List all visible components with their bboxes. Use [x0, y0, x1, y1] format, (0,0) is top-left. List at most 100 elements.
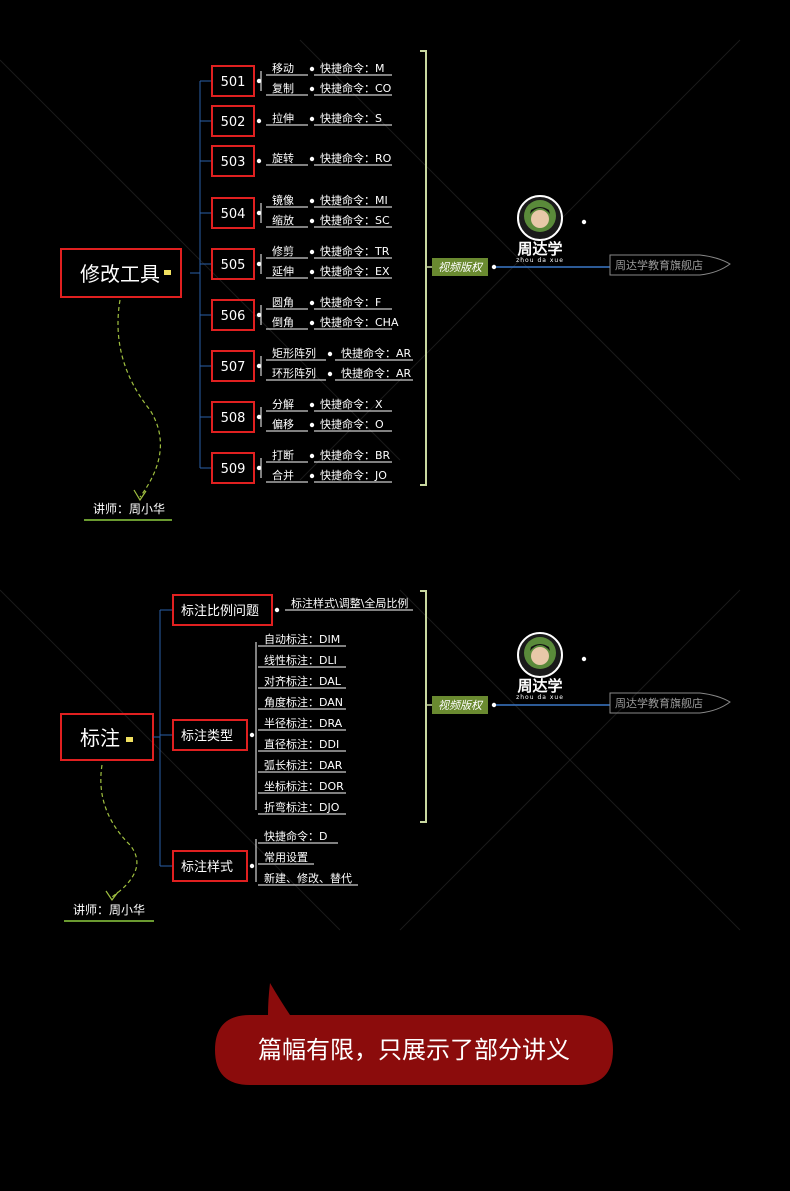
brand-name: 周达学	[517, 677, 562, 695]
item-name: 缩放	[272, 213, 294, 227]
item-dot	[310, 474, 314, 478]
code-label: 509	[221, 462, 246, 477]
item-dot	[310, 250, 314, 254]
item-command: 快捷命令：AR	[341, 366, 412, 380]
item-command: 快捷命令：X	[320, 397, 383, 411]
item-dot	[310, 321, 314, 325]
item-command: 快捷命令：EX	[320, 264, 390, 278]
code-label: 505	[221, 258, 246, 273]
group-dot	[275, 608, 279, 612]
shop-label: 周达学教育旗舰店	[615, 258, 703, 272]
item-label: 半径标注：DRA	[264, 716, 343, 730]
item-name: 圆角	[272, 296, 294, 309]
item-name: 打断	[272, 448, 294, 462]
item-command: 快捷命令：AR	[341, 346, 412, 360]
brand-name: 周达学	[517, 240, 562, 258]
tag-dot	[492, 703, 496, 707]
item-name: 修剪	[272, 244, 294, 258]
item-dot	[310, 301, 314, 305]
brand-subtitle: zhou da xue	[516, 257, 564, 264]
item-command: 快捷命令：BR	[320, 448, 391, 462]
code-dot	[257, 159, 261, 163]
item-label: 标注样式\调整\全局比例	[291, 596, 408, 610]
copyright-tag-label: 视频版权	[438, 261, 484, 274]
brand-subtitle: zhou da xue	[516, 694, 564, 701]
item-label: 弧长标注：DAR	[264, 758, 343, 772]
code-label: 504	[221, 207, 246, 222]
item-dot	[310, 157, 314, 161]
root-label: 修改工具	[80, 262, 160, 286]
item-name: 镜像	[272, 193, 294, 207]
lecturer-label: 讲师：周小华	[93, 501, 165, 516]
item-dot	[310, 117, 314, 121]
code-label: 507	[221, 360, 246, 375]
item-label: 自动标注：DIM	[264, 632, 340, 646]
item-name: 环形阵列	[272, 366, 316, 380]
root-label: 标注	[80, 726, 120, 750]
item-dot	[310, 270, 314, 274]
code-label: 503	[221, 155, 246, 170]
item-label: 折弯标注：DJO	[264, 800, 340, 814]
avatar-face	[531, 647, 549, 665]
item-command: 快捷命令：CO	[320, 81, 392, 95]
item-dot	[310, 454, 314, 458]
item-dot	[310, 87, 314, 91]
lecturer-label: 讲师：周小华	[73, 902, 145, 917]
root-marker	[164, 270, 171, 275]
item-label: 新建、修改、替代	[264, 871, 352, 885]
code-label: 501	[221, 75, 246, 90]
item-name: 偏移	[272, 417, 294, 431]
group-dot	[250, 733, 254, 737]
item-command: 快捷命令：JO	[320, 468, 387, 482]
item-command: 快捷命令：RO	[320, 151, 392, 165]
item-dot	[328, 372, 332, 376]
group-title: 标注样式	[181, 860, 233, 875]
item-label: 常用设置	[264, 851, 308, 864]
item-name: 延伸	[272, 265, 294, 278]
item-command: 快捷命令：MI	[320, 193, 388, 207]
group-title: 标注类型	[181, 729, 233, 744]
item-command: 快捷命令：SC	[320, 213, 390, 227]
item-command: 快捷命令：F	[320, 295, 381, 309]
item-label: 快捷命令：D	[264, 829, 327, 843]
avatar-face	[531, 210, 549, 228]
item-dot	[310, 67, 314, 71]
shop-label: 周达学教育旗舰店	[615, 696, 703, 710]
item-name: 倒角	[272, 316, 294, 329]
item-dot	[310, 199, 314, 203]
brand-dot	[582, 657, 586, 661]
item-name: 矩形阵列	[272, 346, 316, 360]
item-label: 直径标注：DDI	[264, 737, 339, 751]
group-title: 标注比例问题	[181, 604, 259, 619]
code-label: 506	[221, 309, 246, 324]
group-dot	[250, 864, 254, 868]
item-command: 快捷命令：S	[320, 111, 382, 125]
item-name: 拉伸	[272, 111, 294, 125]
item-name: 复制	[272, 81, 294, 95]
code-label: 508	[221, 411, 246, 426]
code-label: 502	[221, 115, 246, 130]
brand-dot	[582, 220, 586, 224]
item-name: 旋转	[272, 151, 294, 165]
item-name: 合并	[272, 468, 294, 482]
item-label: 对齐标注：DAL	[264, 674, 342, 688]
item-dot	[310, 219, 314, 223]
item-command: 快捷命令：M	[320, 61, 385, 75]
item-name: 移动	[272, 62, 294, 75]
item-command: 快捷命令：CHA	[320, 315, 399, 329]
tag-dot	[492, 265, 496, 269]
code-dot	[257, 119, 261, 123]
item-dot	[310, 423, 314, 427]
item-command: 快捷命令：TR	[320, 244, 390, 258]
item-label: 角度标注：DAN	[264, 695, 343, 709]
item-name: 分解	[272, 397, 294, 411]
item-label: 线性标注：DLI	[264, 653, 337, 667]
item-command: 快捷命令：O	[320, 417, 384, 431]
item-dot	[310, 403, 314, 407]
root-marker	[126, 737, 133, 742]
item-dot	[328, 352, 332, 356]
bubble-text: 篇幅有限，只展示了部分讲义	[258, 1036, 570, 1064]
copyright-tag-label: 视频版权	[438, 699, 484, 712]
item-label: 坐标标注：DOR	[264, 779, 344, 793]
